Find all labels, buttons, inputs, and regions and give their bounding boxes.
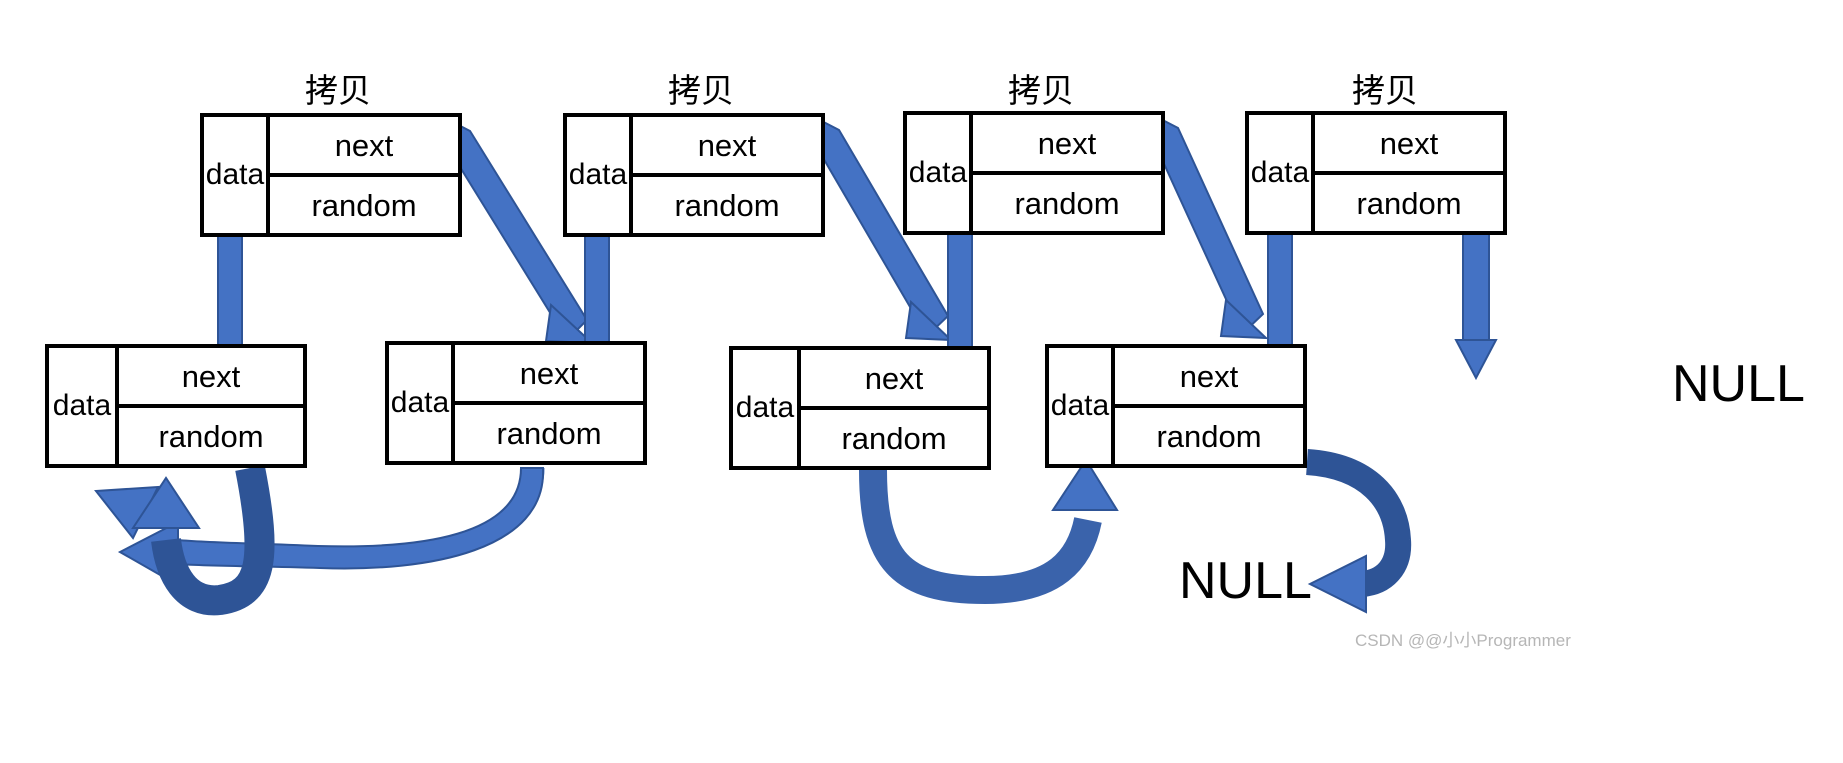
orig-node-1-random-cell: random — [119, 408, 303, 464]
orig-node-2-next-label: next — [519, 355, 579, 391]
copy-node-4-fields: next random — [1315, 115, 1503, 231]
copy-label-2: 拷贝 — [668, 72, 734, 109]
orig-node-1-data-cell: data — [49, 348, 119, 464]
orig-node-4-fields: next random — [1115, 348, 1303, 464]
arrow-orig3-random-to-orig4 — [859, 458, 1119, 605]
orig-node-1-fields: next random — [119, 348, 303, 464]
copy-node-1-data-cell: data — [204, 117, 270, 233]
copy-node-3-random-label: random — [1014, 185, 1120, 221]
copy-node-1-data-label: data — [205, 158, 265, 191]
copy-label-3: 拷贝 — [1008, 72, 1074, 109]
arrow-orig4-to-null — [1305, 449, 1412, 614]
copy-node-1-next-cell: next — [270, 117, 458, 177]
copy-node-3-random-cell: random — [973, 175, 1161, 231]
copy-node-3-next-label: next — [1037, 125, 1097, 161]
copy-node-1-random-cell: random — [270, 177, 458, 233]
orig-node-2-fields: next random — [455, 345, 643, 461]
orig-node-3-next-label: next — [864, 360, 924, 396]
copy-node-1[interactable]: data next random — [200, 113, 462, 237]
orig-node-4-random-cell: random — [1115, 408, 1303, 464]
copy-node-1-random-label: random — [311, 187, 417, 223]
watermark: CSDN @@小小Programmer — [1355, 631, 1571, 650]
orig-node-4-random-label: random — [1156, 418, 1262, 454]
orig-node-1-next-label: next — [181, 358, 241, 394]
orig-node-3-data-cell: data — [733, 350, 801, 466]
orig-node-4-next-label: next — [1179, 358, 1239, 394]
orig-node-1[interactable]: data next random — [45, 344, 307, 468]
orig-node-2-random-label: random — [496, 415, 602, 451]
copy-node-2-fields: next random — [633, 117, 821, 233]
copy-node-2-next-cell: next — [633, 117, 821, 177]
copy-node-2-data-label: data — [568, 158, 628, 191]
copy-node-2-data-cell: data — [567, 117, 633, 233]
orig-node-2-random-cell: random — [455, 405, 643, 461]
copy-node-2-next-label: next — [697, 127, 757, 163]
orig-node-3[interactable]: data next random — [729, 346, 991, 470]
copy-node-3-next-cell: next — [973, 115, 1161, 175]
copy-node-4-next-cell: next — [1315, 115, 1503, 175]
copy-node-4-data-label: data — [1250, 156, 1310, 189]
copy-node-4-random-label: random — [1356, 185, 1462, 221]
orig-node-3-data-label: data — [735, 391, 795, 424]
copy-node-1-fields: next random — [270, 117, 458, 233]
orig-node-2[interactable]: data next random — [385, 341, 647, 465]
orig-node-4[interactable]: data next random — [1045, 344, 1307, 468]
copy-node-1-next-label: next — [334, 127, 394, 163]
orig-node-1-next-cell: next — [119, 348, 303, 408]
copy-node-3-data-label: data — [908, 156, 968, 189]
orig-node-3-fields: next random — [801, 350, 987, 466]
copy-label-4: 拷贝 — [1352, 72, 1418, 109]
copy-node-3[interactable]: data next random — [903, 111, 1165, 235]
orig-node-4-data-cell: data — [1049, 348, 1115, 464]
orig-node-4-next-cell: next — [1115, 348, 1303, 408]
arrow-orig2-random-to-orig1 — [94, 467, 545, 586]
null-label-bottom-right: NULL — [1179, 552, 1312, 610]
null-label-top-right: NULL — [1672, 355, 1805, 413]
copy-node-3-fields: next random — [973, 115, 1161, 231]
orig-node-1-data-label: data — [52, 389, 112, 422]
orig-node-3-random-label: random — [841, 420, 947, 456]
copy-node-2-random-label: random — [674, 187, 780, 223]
orig-node-1-random-label: random — [158, 418, 264, 454]
orig-node-2-data-cell: data — [389, 345, 455, 461]
copy-node-4[interactable]: data next random — [1245, 111, 1507, 235]
copy-node-3-data-cell: data — [907, 115, 973, 231]
orig-node-3-next-cell: next — [801, 350, 987, 410]
copy-label-1: 拷贝 — [305, 72, 371, 109]
copy-node-2-random-cell: random — [633, 177, 821, 233]
orig-node-4-data-label: data — [1050, 389, 1110, 422]
orig-node-3-random-cell: random — [801, 410, 987, 466]
orig-node-2-next-cell: next — [455, 345, 643, 405]
copy-node-2[interactable]: data next random — [563, 113, 825, 237]
copy-node-4-random-cell: random — [1315, 175, 1503, 231]
copy-node-4-data-cell: data — [1249, 115, 1315, 231]
copy-node-4-next-label: next — [1379, 125, 1439, 161]
arrow-orig1-random-self-loop — [131, 465, 275, 616]
orig-node-2-data-label: data — [390, 386, 450, 419]
